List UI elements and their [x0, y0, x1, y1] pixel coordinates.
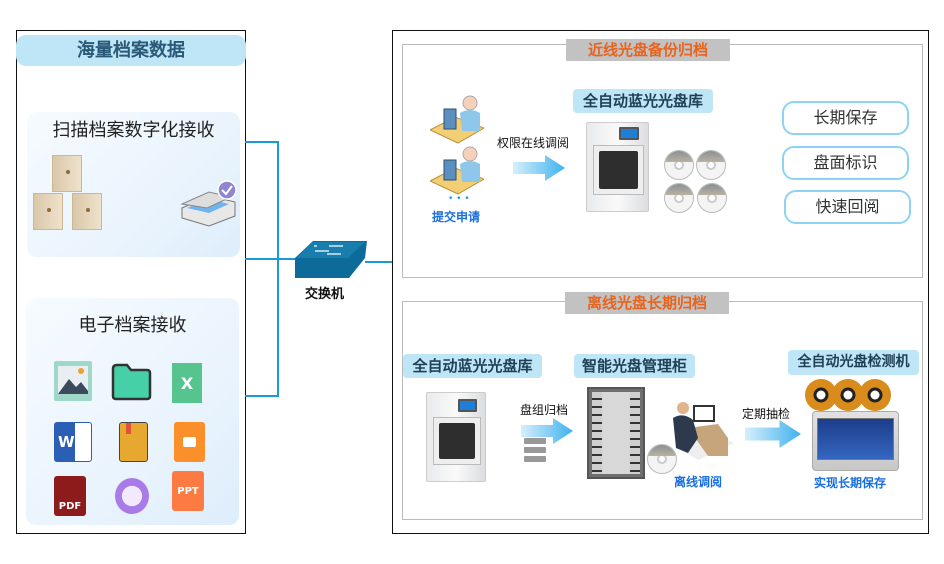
user-workstation-icon: [430, 95, 484, 144]
offline-access-label: 离线调阅: [674, 475, 723, 489]
offline-section-title: 离线光盘长期归档: [565, 292, 729, 314]
word-file-icon: W: [54, 422, 92, 462]
nearline-section-title: 近线光盘备份归档: [566, 39, 730, 61]
more-users-dots: • • •: [448, 194, 470, 204]
optical-disc-icon: [697, 183, 727, 213]
connector-line: [365, 261, 393, 263]
disc-inspection-machine: [812, 411, 899, 471]
archive-box-icon: [33, 193, 63, 230]
network-switch-icon[interactable]: [295, 238, 367, 280]
disc-management-cabinet: [587, 387, 645, 479]
scanner-icon: [180, 180, 237, 227]
optical-disc-icon: [696, 150, 726, 180]
scan-digitization-card: 扫描档案数字化接收: [27, 112, 240, 257]
image-file-icon: [54, 361, 92, 401]
pdf-file-icon: PDF: [54, 476, 86, 516]
disc-reels-icon: [805, 379, 891, 411]
online-access-label: 权限在线调阅: [497, 136, 570, 150]
archive-data-panel: [16, 30, 246, 534]
electronic-archive-card: 电子档案接收 X W PDF PPT: [26, 298, 239, 525]
operator-icon: [673, 402, 734, 460]
server-icon: [524, 438, 546, 462]
connector-line: [245, 258, 297, 260]
scan-card-title: 扫描档案数字化接收: [52, 120, 215, 141]
ppt-file-icon: PPT: [172, 471, 204, 511]
archive-box-icon: [52, 155, 82, 192]
media-icon: [115, 478, 149, 514]
electronic-card-title: 电子档案接收: [78, 315, 187, 336]
excel-file-icon: X: [172, 363, 202, 403]
storage-panel: [392, 30, 929, 534]
arrow-right-icon: [745, 420, 801, 448]
feature-long-term-storage: 长期保存: [782, 101, 909, 135]
video-file-icon: [174, 422, 205, 462]
periodic-check-label: 定期抽检: [742, 407, 791, 421]
user-workstation-icon: [430, 146, 484, 195]
long-term-storage-caption: 实现长期保存: [814, 476, 887, 490]
archive-box-icon: [72, 193, 102, 230]
folder-icon: [111, 363, 152, 401]
optical-disc-icon: [664, 150, 694, 180]
submit-request-label: 提交申请: [432, 210, 481, 224]
offline-device2-label: 智能光盘管理柜: [574, 354, 695, 378]
optical-disc-icon: [647, 444, 677, 474]
connector-line: [277, 141, 279, 397]
switch-label: 交换机: [305, 287, 345, 302]
feature-disc-labeling: 盘面标识: [782, 146, 909, 180]
archive-data-title: 海量档案数据: [16, 35, 246, 66]
bluray-library-machine: [586, 122, 649, 212]
bluray-library-machine: [426, 392, 486, 482]
nearline-device-label: 全自动蓝光光盘库: [573, 89, 713, 113]
offline-device3-label: 全自动光盘检测机: [788, 350, 919, 375]
arrow-right-icon: [513, 155, 565, 181]
connector-line: [245, 395, 279, 397]
book-icon: [119, 422, 148, 462]
feature-quick-review: 快速回阅: [784, 190, 911, 224]
optical-disc-icon: [664, 183, 694, 213]
connector-line: [245, 141, 279, 143]
offline-device1-label: 全自动蓝光光盘库: [403, 354, 542, 378]
disc-group-archive-label: 盘组归档: [520, 403, 569, 417]
